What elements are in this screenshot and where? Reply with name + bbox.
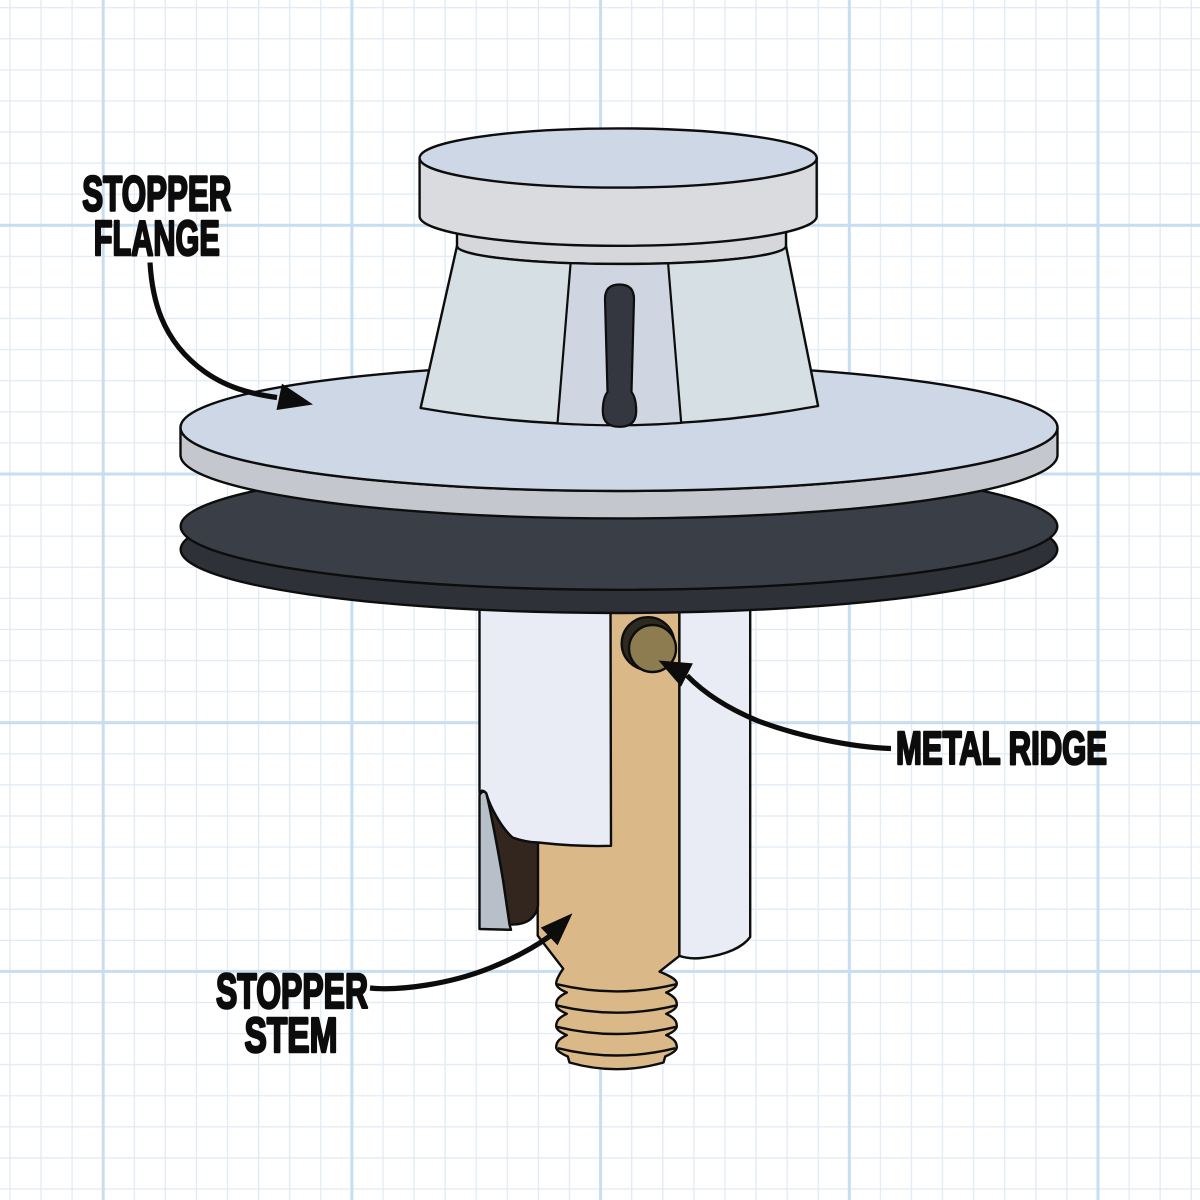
svg-text:STEM: STEM [245,1009,338,1063]
svg-text:STOPPER: STOPPER [82,168,231,222]
svg-text:FLANGE: FLANGE [94,212,220,266]
svg-text:METAL RIDGE: METAL RIDGE [896,722,1107,774]
svg-text:STOPPER: STOPPER [216,965,368,1019]
